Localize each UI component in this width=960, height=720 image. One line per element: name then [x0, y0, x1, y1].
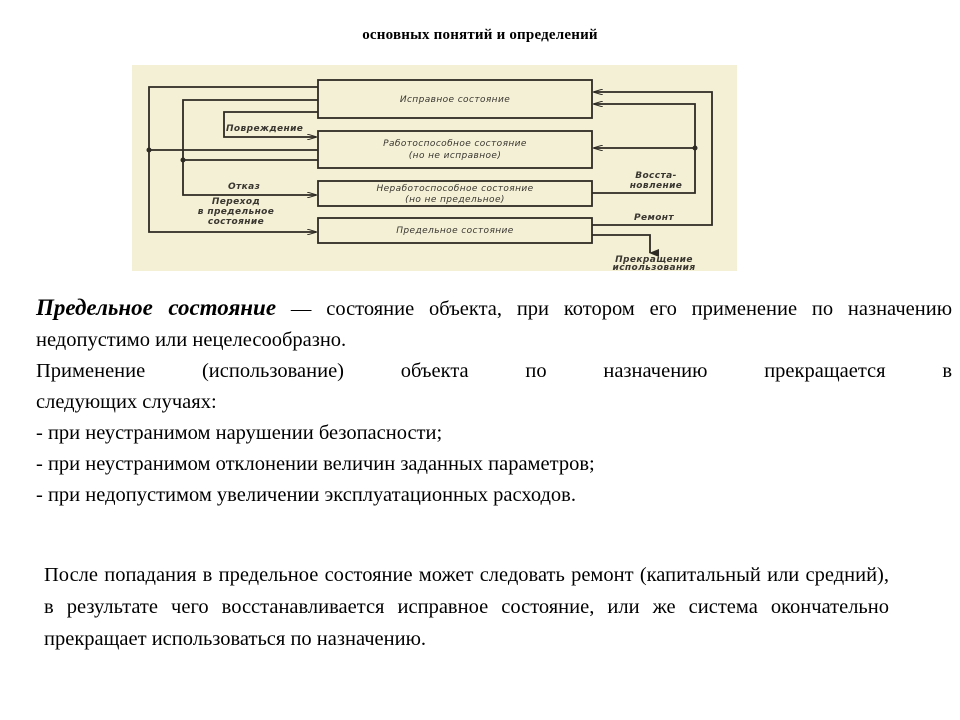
definition-dash: — [276, 298, 327, 320]
case-item: - при неустранимом нарушении безопасност… [36, 422, 443, 444]
label-restoration-1: Восста- [635, 171, 677, 181]
state-label-operable: Работоспособное состояние [383, 139, 527, 149]
junction-dot [180, 157, 186, 163]
case-item: - при неустранимом отклонении величин за… [36, 453, 595, 475]
definition-block: Предельное состояние — состояние объекта… [36, 292, 952, 511]
label-termination-2: использования [612, 263, 695, 271]
label-repair: Ремонт [634, 213, 674, 223]
after-limit-paragraph: После попадания в предельное состояние м… [44, 564, 889, 650]
label-limit-transition-1: Переход [212, 197, 260, 207]
label-limit-transition-3: состояние [208, 217, 264, 227]
state-label-inoperable-note: (но не предельное) [405, 195, 505, 205]
case-item: - при недопустимом увеличении эксплуатац… [36, 484, 576, 506]
definition-text: состояние объекта, при котором его приме… [36, 298, 953, 351]
label-limit-transition-2: в предельное [198, 207, 275, 217]
slide-title: основных понятий и определений [362, 27, 598, 43]
defined-term: Предельное состояние [36, 295, 277, 320]
state-label-limit: Предельное состояние [396, 226, 514, 236]
junction-dot [146, 147, 152, 153]
usage-intro-line-1: Применение (использование) объекта по на… [36, 360, 952, 382]
label-termination-1: Прекращение [615, 255, 693, 265]
state-label-operable-note: (но не исправное) [409, 151, 502, 161]
after-limit-block: После попадания в предельное состояние м… [44, 559, 889, 655]
box-serviceable [317, 79, 593, 119]
label-damage: Повреждение [226, 124, 303, 134]
definition-paragraph: Предельное состояние — состояние объекта… [36, 292, 952, 356]
state-label-inoperable: Неработоспособное состояние [376, 184, 533, 194]
label-failure: Отказ [228, 182, 260, 192]
box-limit [317, 217, 593, 244]
usage-intro-line-2: следующих случаях: [36, 391, 217, 413]
junction-dot [692, 145, 698, 151]
state-transition-diagram: Исправное состояние Работоспособное сост… [132, 65, 737, 271]
label-restoration-2: новление [630, 181, 683, 191]
state-label-serviceable: Исправное состояние [400, 95, 510, 105]
